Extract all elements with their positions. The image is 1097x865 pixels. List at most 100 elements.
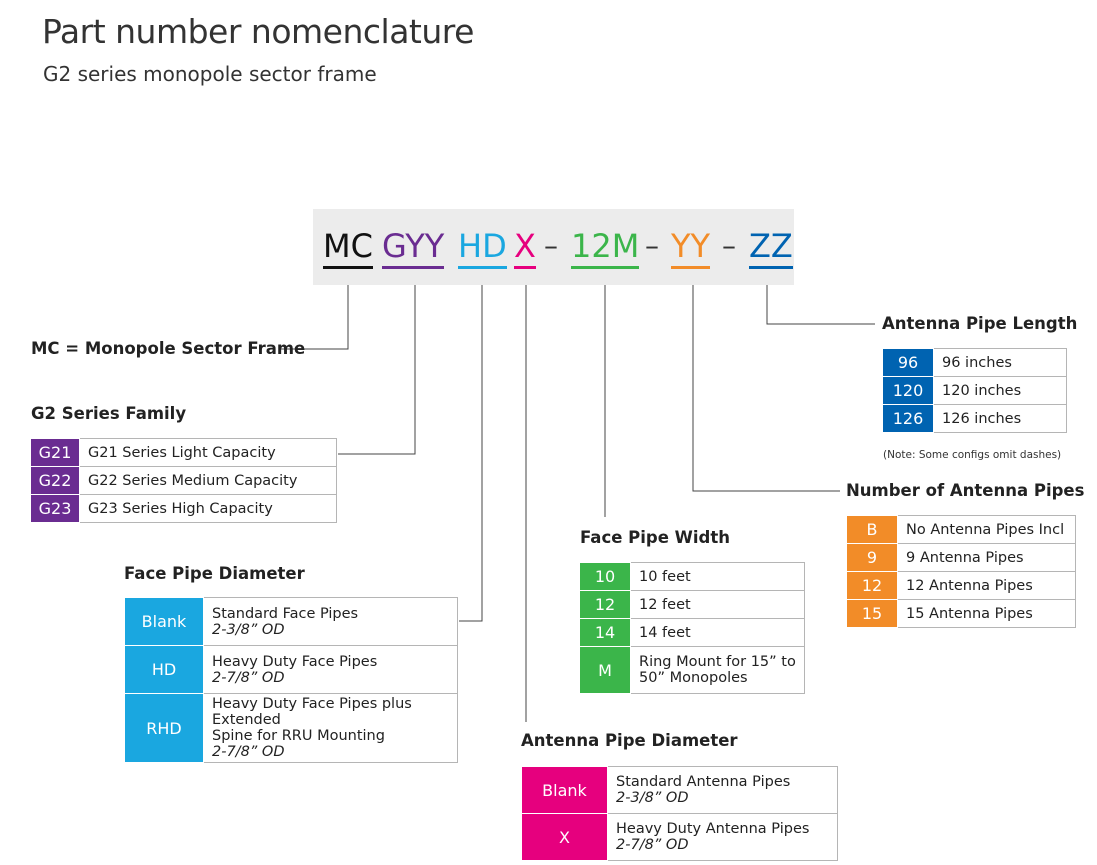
option-desc: G21 Series Light Capacity	[79, 438, 337, 467]
face-width-table: 10 10 feet 12 12 feet 14 14 feet M Ring …	[579, 562, 805, 694]
table-row: HD Heavy Duty Face Pipes 2-7/8” OD	[124, 645, 458, 694]
option-code: 12	[846, 571, 898, 600]
table-row: 120 120 inches	[882, 376, 1067, 405]
mc-label: MC = Monopole Sector Frame	[31, 339, 306, 358]
code-pipe-length: ZZ	[749, 228, 793, 269]
option-desc: Heavy Duty Antenna Pipes 2-7/8” OD	[607, 813, 838, 861]
table-row: X Heavy Duty Antenna Pipes 2-7/8” OD	[521, 813, 838, 861]
option-od: 2-3/8” OD	[212, 621, 285, 638]
option-od: 2-7/8” OD	[616, 837, 689, 853]
option-desc: Standard Antenna Pipes 2-3/8” OD	[607, 766, 838, 814]
option-code: 10	[579, 562, 631, 591]
code-dash-3: –	[722, 229, 736, 262]
option-code: G21	[30, 438, 80, 467]
table-row: Blank Standard Antenna Pipes 2-3/8” OD	[521, 766, 838, 814]
table-row: 9 9 Antenna Pipes	[846, 543, 1076, 572]
option-code: Blank	[521, 766, 608, 814]
pipe-length-label: Antenna Pipe Length	[882, 314, 1078, 333]
option-desc: 9 Antenna Pipes	[897, 543, 1076, 572]
table-row: 96 96 inches	[882, 348, 1067, 377]
option-desc-line: 50” Monopoles	[639, 670, 748, 686]
connector-face-diameter	[459, 270, 483, 622]
option-desc-line: Standard Face Pipes	[212, 605, 359, 622]
code-num-pipes: YY	[671, 228, 711, 269]
code-antenna-diameter: X	[514, 228, 536, 269]
code-face-diameter: HD	[458, 228, 507, 269]
option-desc: No Antenna Pipes Incl	[897, 515, 1076, 544]
table-row: 15 15 Antenna Pipes	[846, 599, 1076, 628]
connector-mc	[281, 270, 349, 350]
option-desc: G23 Series High Capacity	[79, 494, 337, 523]
option-desc-line: Heavy Duty Face Pipes	[212, 653, 378, 670]
option-desc-line: Ring Mount for 15” to	[639, 654, 796, 670]
option-desc: Ring Mount for 15” to 50” Monopoles	[630, 646, 805, 694]
table-row: G22 G22 Series Medium Capacity	[30, 466, 337, 495]
option-desc: 14 feet	[630, 618, 805, 647]
option-code: 14	[579, 618, 631, 647]
option-desc: Heavy Duty Face Pipes 2-7/8” OD	[203, 645, 458, 694]
table-row: G21 G21 Series Light Capacity	[30, 438, 337, 467]
option-code: Blank	[124, 597, 204, 646]
option-desc: 15 Antenna Pipes	[897, 599, 1076, 628]
option-od: 2-7/8” OD	[212, 669, 285, 686]
connector-num-pipes	[692, 270, 840, 492]
num-pipes-table: B No Antenna Pipes Incl 9 9 Antenna Pipe…	[846, 515, 1076, 628]
option-code: 12	[579, 590, 631, 619]
option-desc: 96 inches	[933, 348, 1067, 377]
table-row: Blank Standard Face Pipes 2-3/8” OD	[124, 597, 458, 646]
antenna-diameter-table: Blank Standard Antenna Pipes 2-3/8” OD X…	[521, 766, 838, 861]
code-series: GYY	[382, 228, 445, 269]
option-od: 2-3/8” OD	[616, 790, 689, 806]
code-mc: MC	[323, 228, 373, 269]
option-desc: G22 Series Medium Capacity	[79, 466, 337, 495]
option-desc: Heavy Duty Face Pipes plus Extended Spin…	[203, 693, 458, 763]
table-row: 12 12 Antenna Pipes	[846, 571, 1076, 600]
option-desc-line: Standard Antenna Pipes	[616, 774, 791, 790]
code-face-width: 12M	[571, 228, 640, 269]
table-row: G23 G23 Series High Capacity	[30, 494, 337, 523]
series-family-table: G21 G21 Series Light Capacity G22 G22 Se…	[30, 438, 337, 523]
option-od: 2-7/8” OD	[212, 744, 285, 760]
option-code: RHD	[124, 693, 204, 763]
pipe-length-table: 96 96 inches 120 120 inches 126 126 inch…	[882, 348, 1067, 433]
table-row: 12 12 feet	[579, 590, 805, 619]
option-code: 126	[882, 404, 934, 433]
option-code: G22	[30, 466, 80, 495]
option-code: 96	[882, 348, 934, 377]
face-diameter-table: Blank Standard Face Pipes 2-3/8” OD HD H…	[124, 597, 458, 763]
option-desc: 12 feet	[630, 590, 805, 619]
page-subtitle: G2 series monopole sector frame	[43, 62, 377, 86]
table-row: RHD Heavy Duty Face Pipes plus Extended …	[124, 693, 458, 763]
part-number-box	[313, 209, 794, 285]
option-code: 120	[882, 376, 934, 405]
option-desc: Standard Face Pipes 2-3/8” OD	[203, 597, 458, 646]
option-code: 9	[846, 543, 898, 572]
face-width-label: Face Pipe Width	[580, 528, 730, 547]
option-desc: 120 inches	[933, 376, 1067, 405]
code-dash-1: –	[544, 229, 558, 262]
table-row: B No Antenna Pipes Incl	[846, 515, 1076, 544]
table-row: 10 10 feet	[579, 562, 805, 591]
face-diameter-label: Face Pipe Diameter	[124, 564, 305, 583]
table-row: M Ring Mount for 15” to 50” Monopoles	[579, 646, 805, 694]
connector-pipe-length	[766, 270, 875, 325]
page-title: Part number nomenclature	[42, 12, 474, 51]
dash-note: (Note: Some configs omit dashes)	[883, 449, 1062, 461]
option-code: G23	[30, 494, 80, 523]
option-desc: 126 inches	[933, 404, 1067, 433]
option-code: 15	[846, 599, 898, 628]
option-desc-line: Heavy Duty Face Pipes plus Extended	[212, 696, 412, 728]
option-desc: 12 Antenna Pipes	[897, 571, 1076, 600]
option-desc: 10 feet	[630, 562, 805, 591]
antenna-diameter-label: Antenna Pipe Diameter	[521, 731, 738, 750]
series-family-label: G2 Series Family	[31, 404, 187, 423]
table-row: 14 14 feet	[579, 618, 805, 647]
option-desc-line: Spine for RRU Mounting	[212, 728, 385, 744]
option-code: M	[579, 646, 631, 694]
option-code: B	[846, 515, 898, 544]
table-row: 126 126 inches	[882, 404, 1067, 433]
option-code: X	[521, 813, 608, 861]
connector-series	[338, 270, 416, 455]
num-pipes-label: Number of Antenna Pipes	[846, 481, 1085, 500]
